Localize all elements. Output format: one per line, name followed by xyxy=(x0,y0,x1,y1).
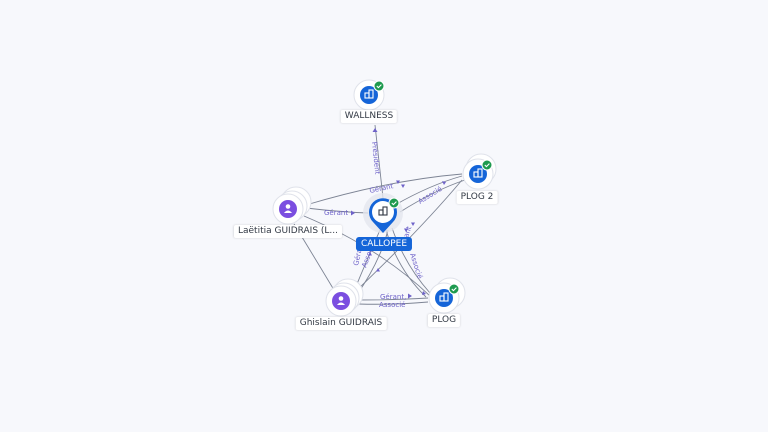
building-icon xyxy=(473,168,483,178)
arrow-top-1 xyxy=(396,180,400,184)
node-label-laetitia: Laëtitia GUIDRAIS (L... xyxy=(233,225,343,238)
node-plog2[interactable] xyxy=(462,153,497,190)
node-label-wallness: WALLNESS xyxy=(340,110,398,123)
edge-center-plog xyxy=(391,227,431,294)
building-icon xyxy=(378,206,388,216)
edge-label-gerant-bottom: Gérant, xyxy=(380,293,406,301)
node-wallness[interactable] xyxy=(353,79,385,111)
person-icon xyxy=(337,296,345,305)
edge-laetitia-plog2 xyxy=(305,173,463,206)
arrow-plog2 xyxy=(442,181,446,185)
check-badge-icon xyxy=(481,159,493,171)
check-badge-icon xyxy=(448,283,460,295)
edge-label-president: Président xyxy=(370,141,381,175)
arrow-center-left xyxy=(351,210,355,216)
building-icon xyxy=(439,292,449,302)
edge-arrows xyxy=(351,128,446,299)
edge-laetitia-plog xyxy=(303,215,431,297)
edge-label-associe-right: Associé xyxy=(417,185,444,206)
node-label-ghislain: Ghislain GUIDRAIS xyxy=(295,317,387,330)
arrow-low-1 xyxy=(368,252,372,256)
edge-ghislain-plog xyxy=(357,297,429,301)
edge-center-plog2 xyxy=(394,175,463,206)
arrow-mid-2 xyxy=(411,222,415,226)
edge-ghislain-plog2 xyxy=(354,179,463,293)
edge-label-gerant-top: Gérant xyxy=(369,182,394,195)
arrow-plog-2 xyxy=(422,291,426,295)
person-icon xyxy=(284,204,292,213)
building-icon xyxy=(364,89,374,99)
edge-label-associe-bottom: Associé xyxy=(379,301,405,309)
check-badge-icon xyxy=(373,80,385,92)
arrow-wallness xyxy=(372,128,378,132)
arrow-mid-1 xyxy=(404,228,408,232)
node-label-callopee: CALLOPEE xyxy=(355,237,413,251)
edge-center-plog2-b xyxy=(399,179,466,213)
node-ghislain[interactable] xyxy=(325,278,364,317)
arrow-low-2 xyxy=(376,268,380,272)
node-plog[interactable] xyxy=(428,277,466,314)
edge-ghislain-plog-b xyxy=(357,301,429,305)
arrow-top-2 xyxy=(401,184,405,188)
edge-label-gerant-left: Gérant xyxy=(324,209,348,217)
check-badge-icon xyxy=(388,197,400,209)
edge-label-associe-mid: Associé xyxy=(408,252,424,280)
node-callopee[interactable] xyxy=(363,193,403,233)
node-label-plog2: PLOG 2 xyxy=(456,191,498,204)
node-laetitia[interactable] xyxy=(272,186,312,225)
node-label-plog: PLOG xyxy=(427,314,461,327)
arrow-plog-1 xyxy=(408,293,412,299)
